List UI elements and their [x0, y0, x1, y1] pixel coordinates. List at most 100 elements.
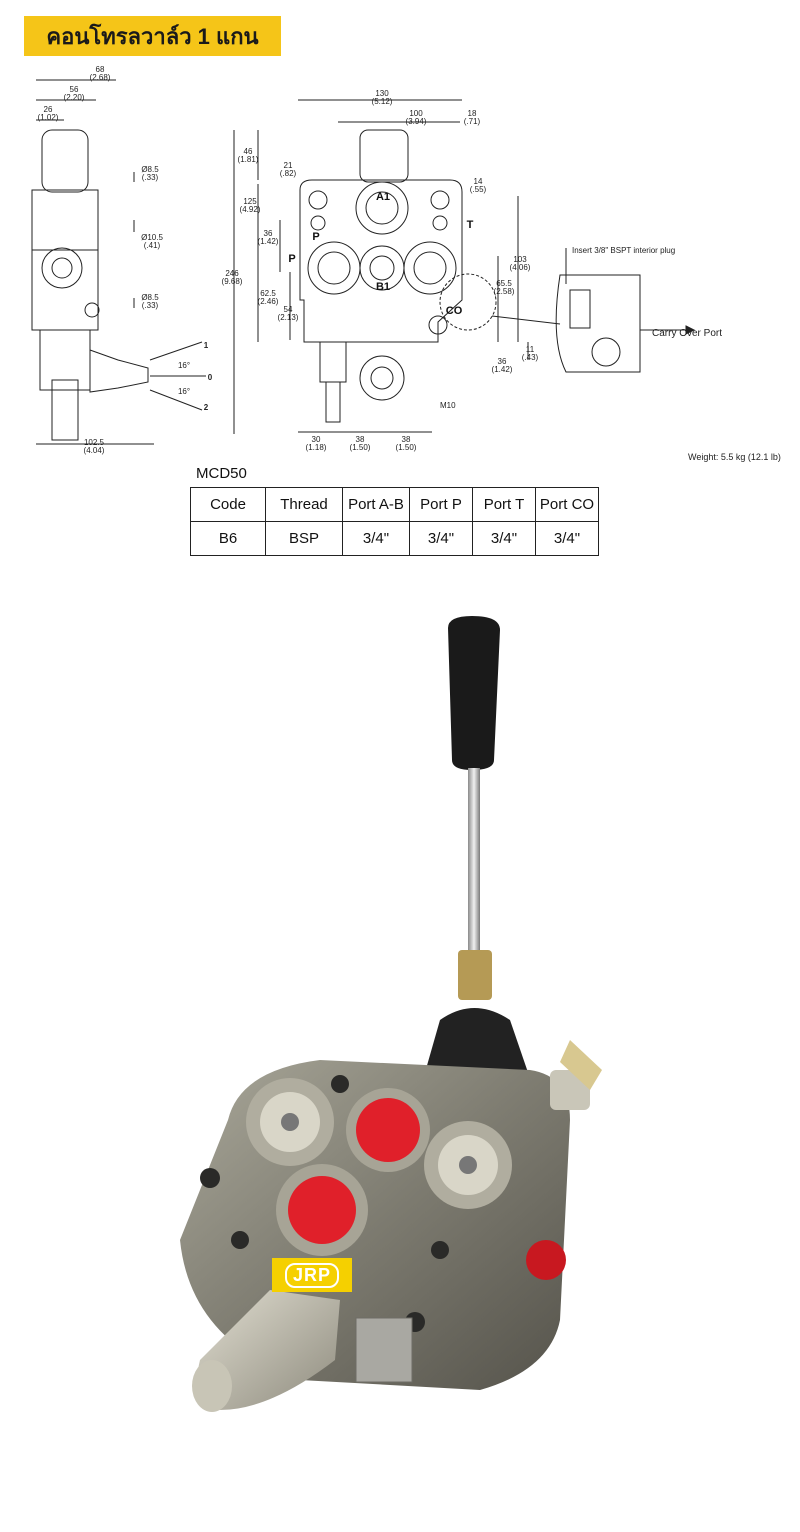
dim-1025: 102.5 — [84, 438, 105, 447]
col-port-t: Port T — [472, 487, 536, 522]
cell-port-p: 3/4" — [409, 521, 473, 556]
red-plug-main — [288, 1176, 356, 1244]
dim-56: 56 — [70, 85, 79, 94]
cell-code: B6 — [190, 521, 266, 556]
cell-thread: BSP — [265, 521, 343, 556]
dim-36b: 36 — [498, 357, 507, 366]
cell-port-ab: 3/4" — [342, 521, 410, 556]
dim-46-in: (1.81) — [238, 155, 259, 164]
port-b1: B1 — [376, 281, 390, 293]
pos-0: 0 — [208, 373, 213, 382]
port-p-side: P — [288, 253, 295, 265]
spec-header-row: Code Thread Port A-B Port P Port T Port … — [190, 487, 599, 522]
side-spool-cap — [41, 129, 89, 193]
dim-d85-b-in: (.33) — [142, 301, 159, 310]
front-spool-lower — [319, 341, 347, 383]
dim-38b: 38 — [402, 435, 411, 444]
col-port-co: Port CO — [535, 487, 599, 522]
brand-logo: JRP — [272, 1258, 352, 1292]
front-detent — [359, 355, 405, 401]
col-port-ab: Port A-B — [342, 487, 410, 522]
brand-logo-text: JRP — [284, 1262, 339, 1288]
dim-38b-in: (1.50) — [396, 443, 417, 452]
angle-up: 16° — [178, 361, 190, 370]
dim-655: 65.5 — [496, 279, 512, 288]
dim-68-in: (2.68) — [90, 73, 111, 82]
dim-26-in: (1.02) — [38, 113, 59, 122]
handle-rod — [468, 768, 480, 958]
dim-18-in: (.71) — [464, 117, 481, 126]
weight-label: Weight: 5.5 kg (12.1 lb) — [688, 452, 781, 462]
carry-over-label: Carry Over Port — [652, 328, 722, 339]
dim-46: 46 — [244, 147, 253, 156]
dim-100-in: (3.94) — [406, 117, 427, 126]
dim-d85-a: Ø8.5 — [141, 165, 159, 174]
dim-d85-a-in: (.33) — [142, 173, 159, 182]
side-spool-end — [51, 379, 79, 441]
pos-1: 1 — [204, 341, 209, 350]
dim-125-in: (4.92) — [240, 205, 261, 214]
dim-36a: 36 — [264, 229, 273, 238]
col-code: Code — [190, 487, 266, 522]
dim-14: 14 — [474, 177, 483, 186]
dim-130: 130 — [375, 89, 389, 98]
dim-38a-in: (1.50) — [350, 443, 371, 452]
side-handle — [89, 349, 149, 393]
dim-246-in: (9.68) — [222, 277, 243, 286]
dim-11: 11 — [526, 345, 535, 354]
page-title: คอนโทรลวาล์ว 1 แกน — [24, 16, 281, 56]
side-body — [31, 249, 99, 331]
dim-246: 246 — [225, 269, 239, 278]
dim-1025-in: (4.04) — [84, 446, 105, 455]
dim-36a-in: (1.42) — [258, 237, 279, 246]
detail-view — [555, 274, 641, 373]
dim-103-in: (4.06) — [510, 263, 531, 272]
nameplate — [355, 1317, 413, 1383]
dim-21: 21 — [284, 161, 293, 170]
red-plug-side — [526, 1240, 566, 1280]
dim-54: 54 — [284, 305, 293, 314]
dim-38a: 38 — [356, 435, 365, 444]
technical-drawing: 68 (2.68) 56 (2.20) 26 (1.02) Ø8.5 (.33)… — [31, 65, 722, 455]
dim-625-in: (2.46) — [258, 297, 279, 306]
dim-36b-in: (1.42) — [492, 365, 513, 374]
col-port-p: Port P — [409, 487, 473, 522]
port-p: P — [312, 231, 319, 243]
dim-d105-in: (.41) — [144, 241, 161, 250]
dim-655-in: (2.58) — [494, 287, 515, 296]
dim-30: 30 — [312, 435, 321, 444]
cell-port-co: 3/4" — [535, 521, 599, 556]
dim-100: 100 — [409, 109, 423, 118]
table-row: B6 BSP 3/4" 3/4" 3/4" 3/4" — [190, 521, 599, 556]
port-t: T — [467, 219, 474, 231]
dim-56-in: (2.20) — [64, 93, 85, 102]
dim-130-in: (5.12) — [372, 97, 393, 106]
port-co: CO — [446, 305, 463, 317]
port-a1: A1 — [376, 191, 390, 203]
angle-down: 16° — [178, 387, 190, 396]
pos-2: 2 — [204, 403, 209, 412]
col-thread: Thread — [265, 487, 343, 522]
red-plug-top — [356, 1098, 420, 1162]
dim-54-in: (2.13) — [278, 313, 299, 322]
dim-d85-b: Ø8.5 — [141, 293, 159, 302]
dim-125: 125 — [243, 197, 257, 206]
spec-table: Code Thread Port A-B Port P Port T Port … — [190, 487, 599, 556]
cell-port-t: 3/4" — [472, 521, 536, 556]
dim-d105: Ø10.5 — [141, 233, 163, 242]
thread-note: M10 — [440, 401, 456, 410]
dim-68: 68 — [96, 65, 105, 74]
front-body — [299, 179, 463, 343]
dim-103: 103 — [513, 255, 527, 264]
handle-knob — [448, 616, 500, 770]
dim-26: 26 — [44, 105, 53, 114]
side-port-circle — [41, 247, 83, 289]
front-spool-cap — [359, 129, 409, 183]
model-label: MCD50 — [196, 465, 247, 482]
insert-note: Insert 3/8" BSPT interior plug — [572, 246, 675, 255]
side-body-upper — [31, 189, 99, 251]
dim-30-in: (1.18) — [306, 443, 327, 452]
dim-21-in: (.82) — [280, 169, 297, 178]
dim-11-in: (.43) — [522, 353, 539, 362]
product-photo — [180, 616, 602, 1412]
